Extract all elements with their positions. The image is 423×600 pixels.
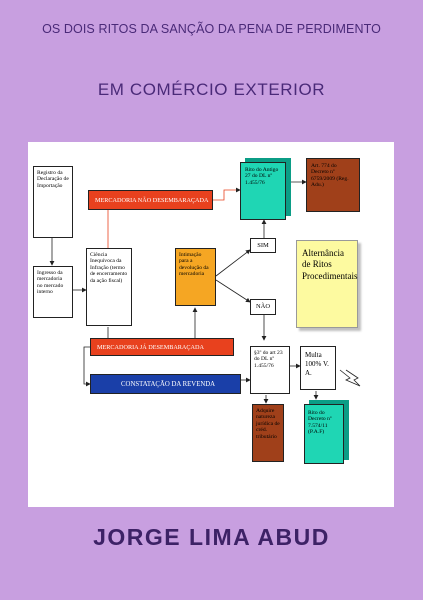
intimacao-box: Intimação para a devolução da mercadoria: [175, 248, 216, 306]
flow-diagram: Registro da Declaração de Importação Ing…: [28, 142, 394, 507]
nao-desembaracada-bar: MERCADORIA NÃO DESEMBARAÇADA: [88, 190, 213, 210]
multa-box: Multa 100% V. A.: [300, 346, 336, 390]
art774-box: Art. 774 do Decreto nº 6759/2009 (Reg. A…: [306, 158, 360, 212]
ja-desembaracada-bar: MERCADORIA JÁ DESEMBARAÇADA: [90, 338, 234, 356]
paragrafo3-box: §3º do art 23 do DL nº 1.455/76: [250, 346, 290, 394]
book-author: JORGE LIMA ABUD: [93, 524, 330, 550]
book-title: OS DOIS RITOS DA SANÇÃO DA PENA DE PERDI…: [42, 22, 381, 36]
diagram-connectors: [49, 179, 361, 404]
rito-decreto-box: Rito do Decreto nº 7.574/11 (P.A.F): [304, 404, 344, 464]
adquire-box: Adquire natureza jurídica de créd. tribu…: [252, 404, 284, 462]
ingresso-box: Ingresso da mercadoria no mercado intern…: [33, 266, 73, 318]
registro-box: Registro da Declaração de Importação: [33, 166, 73, 238]
book-subtitle: EM COMÉRCIO EXTERIOR: [97, 80, 326, 99]
rito-antigo-box: Rito do Antigo 27 do DL nº 1.455/76: [240, 162, 286, 220]
alternancia-note: Alternância de Ritos Procedimentais: [296, 240, 358, 328]
nao-box: NÃO: [250, 299, 276, 315]
constatacao-bar: CONSTATAÇÃO DA REVENDA: [90, 374, 241, 394]
ciencia-box: Ciência Inequívoca da Infração (termo de…: [86, 248, 132, 326]
sim-box: SIM: [250, 238, 276, 253]
